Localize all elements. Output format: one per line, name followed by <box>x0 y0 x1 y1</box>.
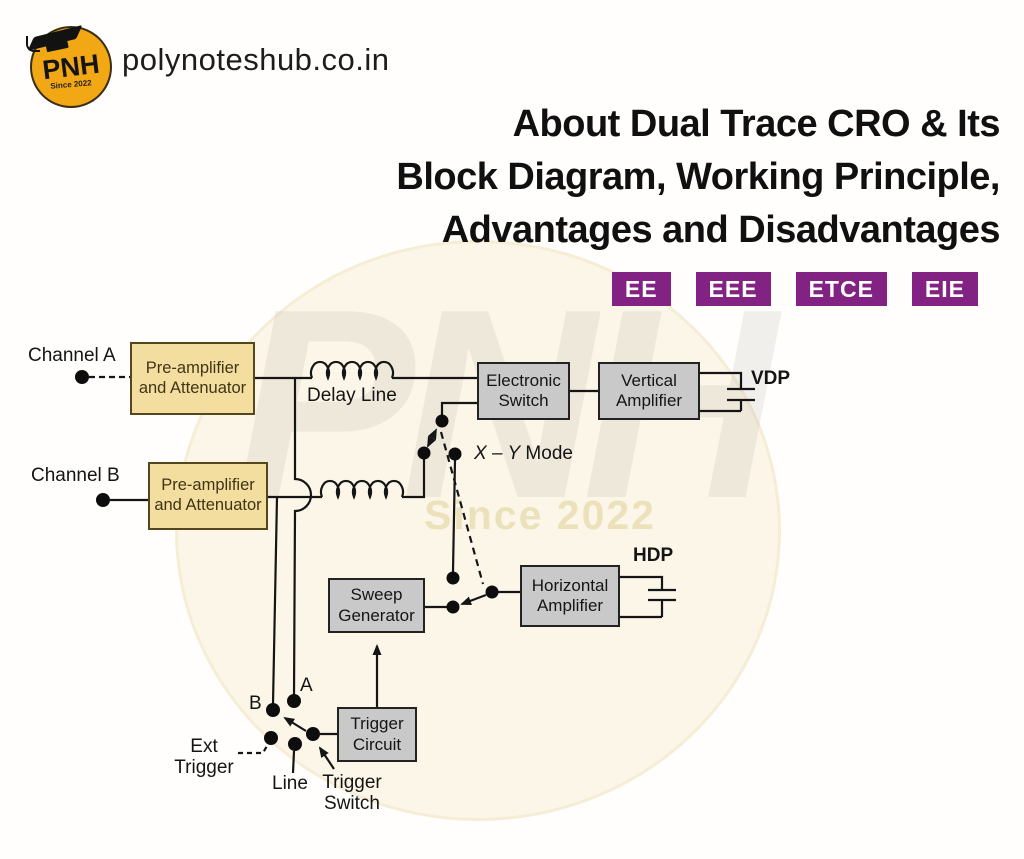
xy-mode-word: Mode <box>520 443 573 464</box>
wire-xy-mode-down <box>451 459 457 573</box>
block-preamp-a-label: Pre-amplifier and Attenuator <box>138 358 247 397</box>
watermark-tagline: Since 2022 <box>424 492 656 538</box>
junction-dot-line <box>288 737 302 751</box>
block-trigger-circuit: Trigger Circuit <box>337 707 417 762</box>
badge-eee: EEE <box>695 272 771 306</box>
site-logo: PNH Since 2022 <box>26 24 112 108</box>
badge-etce: ETCE <box>795 272 887 306</box>
channel-b-label: Channel B <box>31 465 120 486</box>
xy-mode-label: X – Y Mode <box>474 443 573 465</box>
delay-line-coil-b <box>319 479 405 500</box>
ext-trigger-label: Ext Trigger <box>174 736 234 778</box>
junction-dot-xy-mode <box>448 447 462 461</box>
trigger-switch-label: Trigger Switch <box>322 772 382 814</box>
wire-line-stub <box>291 750 296 774</box>
b-tap-label: B <box>249 693 262 714</box>
delay-line-coil-a <box>309 360 395 381</box>
block-trigger-circuit-label: Trigger Circuit <box>350 714 404 754</box>
hdp-label: HDP <box>633 545 674 566</box>
wire-xy-dashed-path <box>439 431 485 585</box>
junction-dot-a <box>287 694 301 708</box>
block-sweep-generator: Sweep Generator <box>328 578 425 633</box>
hdp-plates <box>620 575 676 619</box>
block-vertical-amplifier-label: Vertical Amplifier <box>615 370 683 410</box>
block-preamp-attenuator-a: Pre-amplifier and Attenuator <box>130 342 255 415</box>
branch-badges: EE EEE ETCE EIE <box>611 272 978 306</box>
block-sweep-generator-label: Sweep Generator <box>338 585 415 625</box>
block-preamp-b-label: Pre-amplifier and Attenuator <box>154 476 262 514</box>
a-tap-label: A <box>300 675 313 696</box>
line-label: Line <box>272 773 308 794</box>
trigger-switch-pointer-arrow <box>318 746 335 770</box>
selector-arm-dashed-arrow <box>427 428 437 448</box>
site-name: polynoteshub.co.in <box>122 42 390 77</box>
vdp-label: VDP <box>751 368 791 389</box>
hamp-selector-arm-arrow <box>460 593 487 606</box>
junction-dot-channel-b-throw <box>417 446 431 460</box>
block-vertical-amplifier: Vertical Amplifier <box>598 362 700 420</box>
graduation-cap-icon <box>24 24 84 56</box>
wire-branch-a-to-trigger <box>292 378 313 697</box>
vdp-plates <box>700 371 755 413</box>
junction-dot-switch-pole <box>435 414 449 428</box>
junction-dot-hamp-pole <box>485 585 499 599</box>
channel-a-label: Channel A <box>28 345 116 366</box>
title-line-1: About Dual Trace CRO & Its <box>512 103 1001 145</box>
xy-mode-xy: X – Y <box>474 443 521 464</box>
badge-ee: EE <box>611 272 671 306</box>
wire-branch-b-to-trigger <box>271 496 279 705</box>
terminal-dot-channel-a <box>75 370 89 384</box>
junction-dot-ext-trigger <box>264 731 278 745</box>
block-preamp-attenuator-b: Pre-amplifier and Attenuator <box>148 462 268 530</box>
block-electronic-switch: Electronic Switch <box>477 362 570 420</box>
trigger-arm-arrow <box>283 716 307 732</box>
cap-tassel <box>26 36 40 52</box>
junction-dot-sweep-out <box>446 600 460 614</box>
block-horizontal-amplifier-label: Horizontal Amplifier <box>531 575 609 615</box>
junction-dots <box>75 370 499 751</box>
block-electronic-switch-label: Electronic Switch <box>486 370 561 410</box>
wire-ext-trigger-dashed <box>238 743 269 755</box>
junction-dot-xy-lower <box>446 571 460 585</box>
page-title: About Dual Trace CRO & Its Block Diagram… <box>396 98 1000 257</box>
title-line-2: Block Diagram, Working Principle, <box>396 156 1000 198</box>
terminal-dot-channel-b <box>96 493 110 507</box>
delay-line-label: Delay Line <box>307 385 397 406</box>
title-line-3: Advantages and Disadvantages <box>441 209 1001 251</box>
wire-coil-b-to-selector <box>402 453 426 499</box>
block-horizontal-amplifier: Horizontal Amplifier <box>520 565 620 627</box>
junction-dot-trigger-pole <box>306 727 320 741</box>
badge-eie: EIE <box>911 272 978 306</box>
junction-dot-b <box>266 703 280 717</box>
